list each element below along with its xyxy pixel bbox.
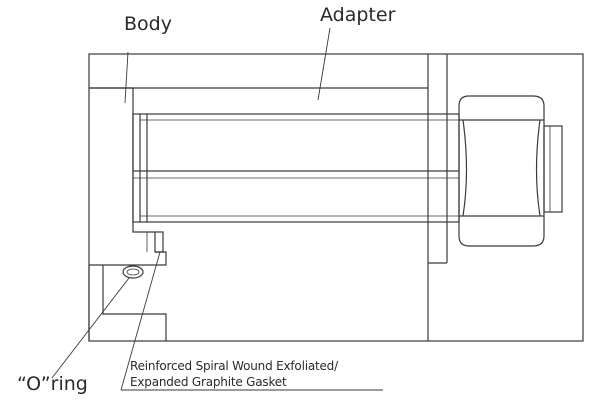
end-stub	[543, 125, 563, 213]
adapter-label: Adapter	[320, 4, 396, 26]
gasket-leader	[120, 251, 161, 391]
adapter-leader	[317, 27, 331, 101]
adapter-shank	[132, 113, 460, 223]
oring-label: “O”ring	[17, 373, 88, 395]
oring-leader	[51, 277, 130, 379]
body-leader	[124, 51, 129, 104]
lower-pocket	[102, 265, 167, 341]
hex-nut	[458, 95, 545, 247]
body-outline	[88, 53, 584, 342]
gasket-shape	[154, 231, 164, 253]
hex-face-curve-left	[462, 119, 468, 217]
oring-inner	[126, 268, 140, 276]
gasket-label-line1: Reinforced Spiral Wound Exfoliated/	[130, 359, 338, 373]
gasket-label-line2: Expanded Graphite Gasket	[130, 375, 287, 389]
hex-face-curve-right	[535, 119, 541, 217]
bore-wall	[89, 87, 155, 233]
body-label: Body	[124, 13, 172, 35]
lower-step	[89, 251, 167, 266]
oring-shape	[122, 265, 144, 279]
